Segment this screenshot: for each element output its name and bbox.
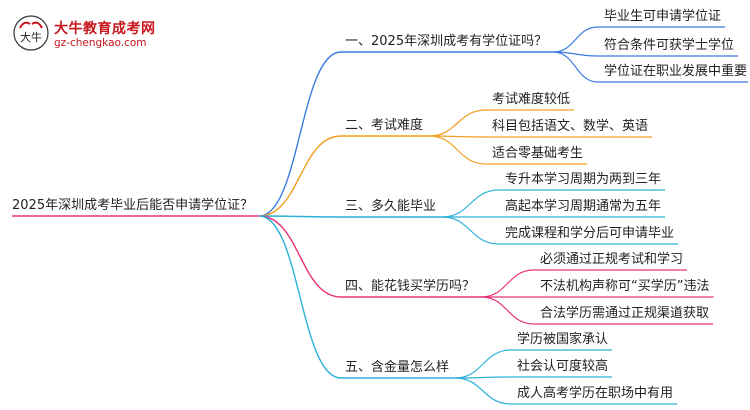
- connector-branch-5-leaf-3: [455, 377, 512, 405]
- connector-root-branch-4: [259, 215, 342, 298]
- connector-branch-4-leaf-1: [481, 269, 535, 298]
- leaf-2-2: 科目包括语文、数学、英语: [492, 119, 649, 134]
- leaf-4-2: 不法机构声称可“买学历”违法: [540, 279, 710, 294]
- leaf-3-3: 完成课程和学分后可申请毕业: [505, 226, 675, 241]
- connector-branch-1-leaf-1: [553, 26, 599, 53]
- brand-url: gz-chengkao.com: [54, 37, 147, 49]
- leaf-5-2: 社会认可度较高: [517, 359, 609, 374]
- leaf-1-1: 毕业生可申请学位证: [604, 9, 722, 24]
- connector-root-branch-5: [259, 215, 342, 379]
- leaf-5-3: 成人高考学历在职场中有用: [517, 386, 674, 401]
- connector-root-branch-3: [259, 215, 342, 218]
- leaf-1-3: 学位证在职业发展中重要: [604, 64, 748, 79]
- leaf-1-2: 符合条件可获学士学位: [604, 38, 735, 53]
- leaf-5-1: 学历被国家承认: [517, 332, 609, 347]
- connector-branch-2-leaf-1: [429, 109, 487, 137]
- connector-branch-1-leaf-3: [553, 51, 599, 83]
- brand-name: 大牛教育成考网: [54, 21, 156, 37]
- svg-text:大牛: 大牛: [20, 30, 42, 44]
- bull-logo-icon: 大牛: [13, 15, 49, 51]
- connector-root-branch-1: [259, 51, 342, 217]
- leaf-4-1: 必须通过正规考试和学习: [540, 252, 684, 267]
- branch-2: 二、考试难度: [345, 118, 424, 133]
- brand-logo: 大牛 大牛教育成考网 gz-chengkao.com: [10, 14, 160, 54]
- branch-1: 一、2025年深圳成考有学位证吗？: [345, 34, 548, 49]
- leaf-4-3: 合法学历需通过正规渠道获取: [540, 306, 710, 321]
- root-node: 2025年深圳成考毕业后能否申请学位证？: [12, 198, 254, 213]
- connector-branch-5-leaf-1: [455, 349, 512, 379]
- branch-3: 三、多久能毕业: [345, 199, 437, 214]
- branch-4: 四、能花钱买学历吗？: [345, 279, 476, 294]
- branch-5: 五、含金量怎么样: [345, 360, 450, 375]
- leaf-2-3: 适合零基础考生: [492, 146, 584, 161]
- leaf-3-1: 专升本学习周期为两到三年: [505, 172, 662, 187]
- connector-branch-3-leaf-1: [442, 189, 500, 218]
- connector-branch-2-leaf-3: [429, 135, 487, 165]
- connector-branch-3-leaf-3: [442, 216, 500, 245]
- connector-branch-4-leaf-3: [481, 296, 535, 325]
- leaf-2-1: 考试难度较低: [492, 92, 571, 107]
- connector-root-branch-2: [259, 135, 342, 217]
- leaf-3-2: 高起本学习周期通常为五年: [505, 199, 662, 214]
